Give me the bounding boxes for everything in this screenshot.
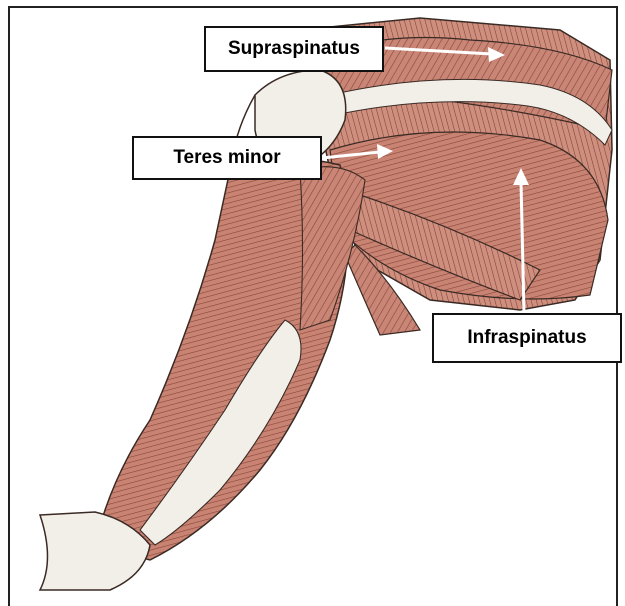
supraspinatus-label: Supraspinatus — [204, 26, 384, 72]
infraspinatus-label-text: Infraspinatus — [467, 327, 586, 349]
teres-minor-label-text: Teres minor — [173, 147, 280, 169]
teres-minor-label: Teres minor — [132, 136, 322, 180]
infraspinatus-label: Infraspinatus — [432, 313, 622, 363]
supraspinatus-label-text: Supraspinatus — [228, 38, 360, 60]
